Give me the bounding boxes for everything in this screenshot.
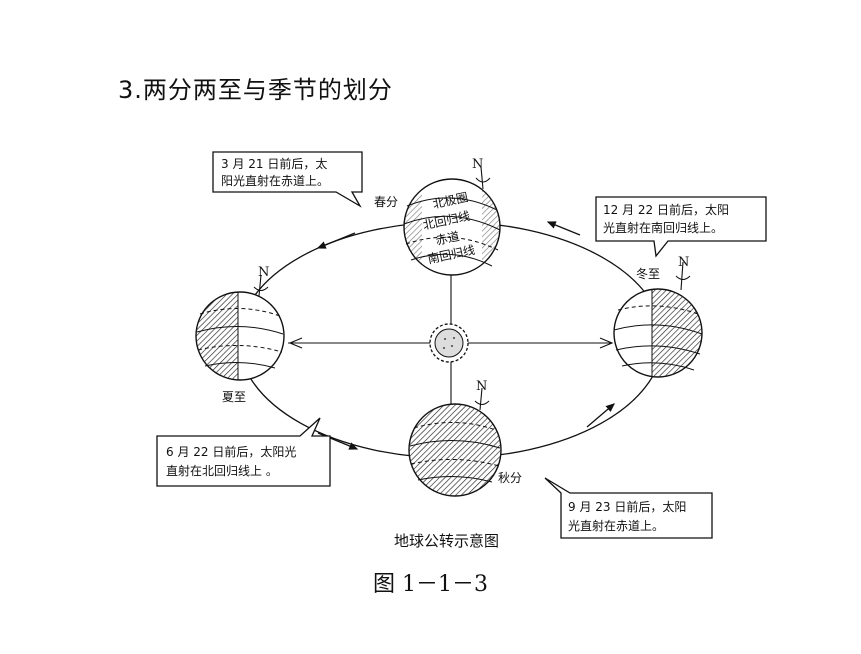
- page-title: 3.两分两至与季节的划分: [118, 76, 393, 104]
- callout-summer-line1: 6 月 22 日前后，太阳光: [166, 444, 296, 459]
- figure-number: 图 1－1－3: [373, 572, 488, 597]
- globe-summer-solstice: [195, 274, 285, 381]
- callout-autumn: 9 月 23 日前后，太阳 光直射在赤道上。: [544, 477, 713, 539]
- diagram-caption: 地球公转示意图: [394, 532, 499, 550]
- season-label-winter: 冬至: [636, 266, 660, 281]
- north-label-spring: N: [472, 157, 483, 172]
- callout-spring-line2: 阳光直射在赤道上。: [221, 173, 329, 188]
- north-label-winter: N: [678, 255, 689, 270]
- callout-winter: 12 月 22 日前后，太阳 光直射在南回归线上。: [595, 196, 767, 258]
- season-label-summer: 夏至: [222, 390, 246, 404]
- globe-autumn-equinox: [408, 387, 502, 497]
- sun-icon: [429, 323, 469, 363]
- svg-text:赤道: 赤道: [434, 229, 460, 248]
- callout-spring-line1: 3 月 21 日前后，太: [221, 156, 327, 171]
- callout-winter-line2: 光直射在南回归线上。: [603, 220, 723, 235]
- callout-summer-line2: 直射在北回归线上 。: [166, 463, 278, 478]
- callout-spring: 3 月 21 日前后，太 阳光直射在赤道上。: [212, 151, 363, 208]
- callout-autumn-line2: 光直射在赤道上。: [568, 518, 664, 533]
- north-label-autumn: N: [476, 379, 487, 394]
- globe-spring-equinox: 北极圈 北回归线 赤道 南回归线: [403, 166, 501, 276]
- callout-autumn-line1: 9 月 23 日前后，太阳: [568, 499, 686, 514]
- callout-winter-line1: 12 月 22 日前后，太阳: [603, 202, 729, 217]
- season-label-spring: 春分: [374, 195, 398, 209]
- season-label-autumn: 秋分: [498, 471, 522, 485]
- north-label-summer: N: [258, 265, 269, 280]
- callout-summer: 6 月 22 日前后，太阳光 直射在北回归线上 。: [156, 417, 331, 487]
